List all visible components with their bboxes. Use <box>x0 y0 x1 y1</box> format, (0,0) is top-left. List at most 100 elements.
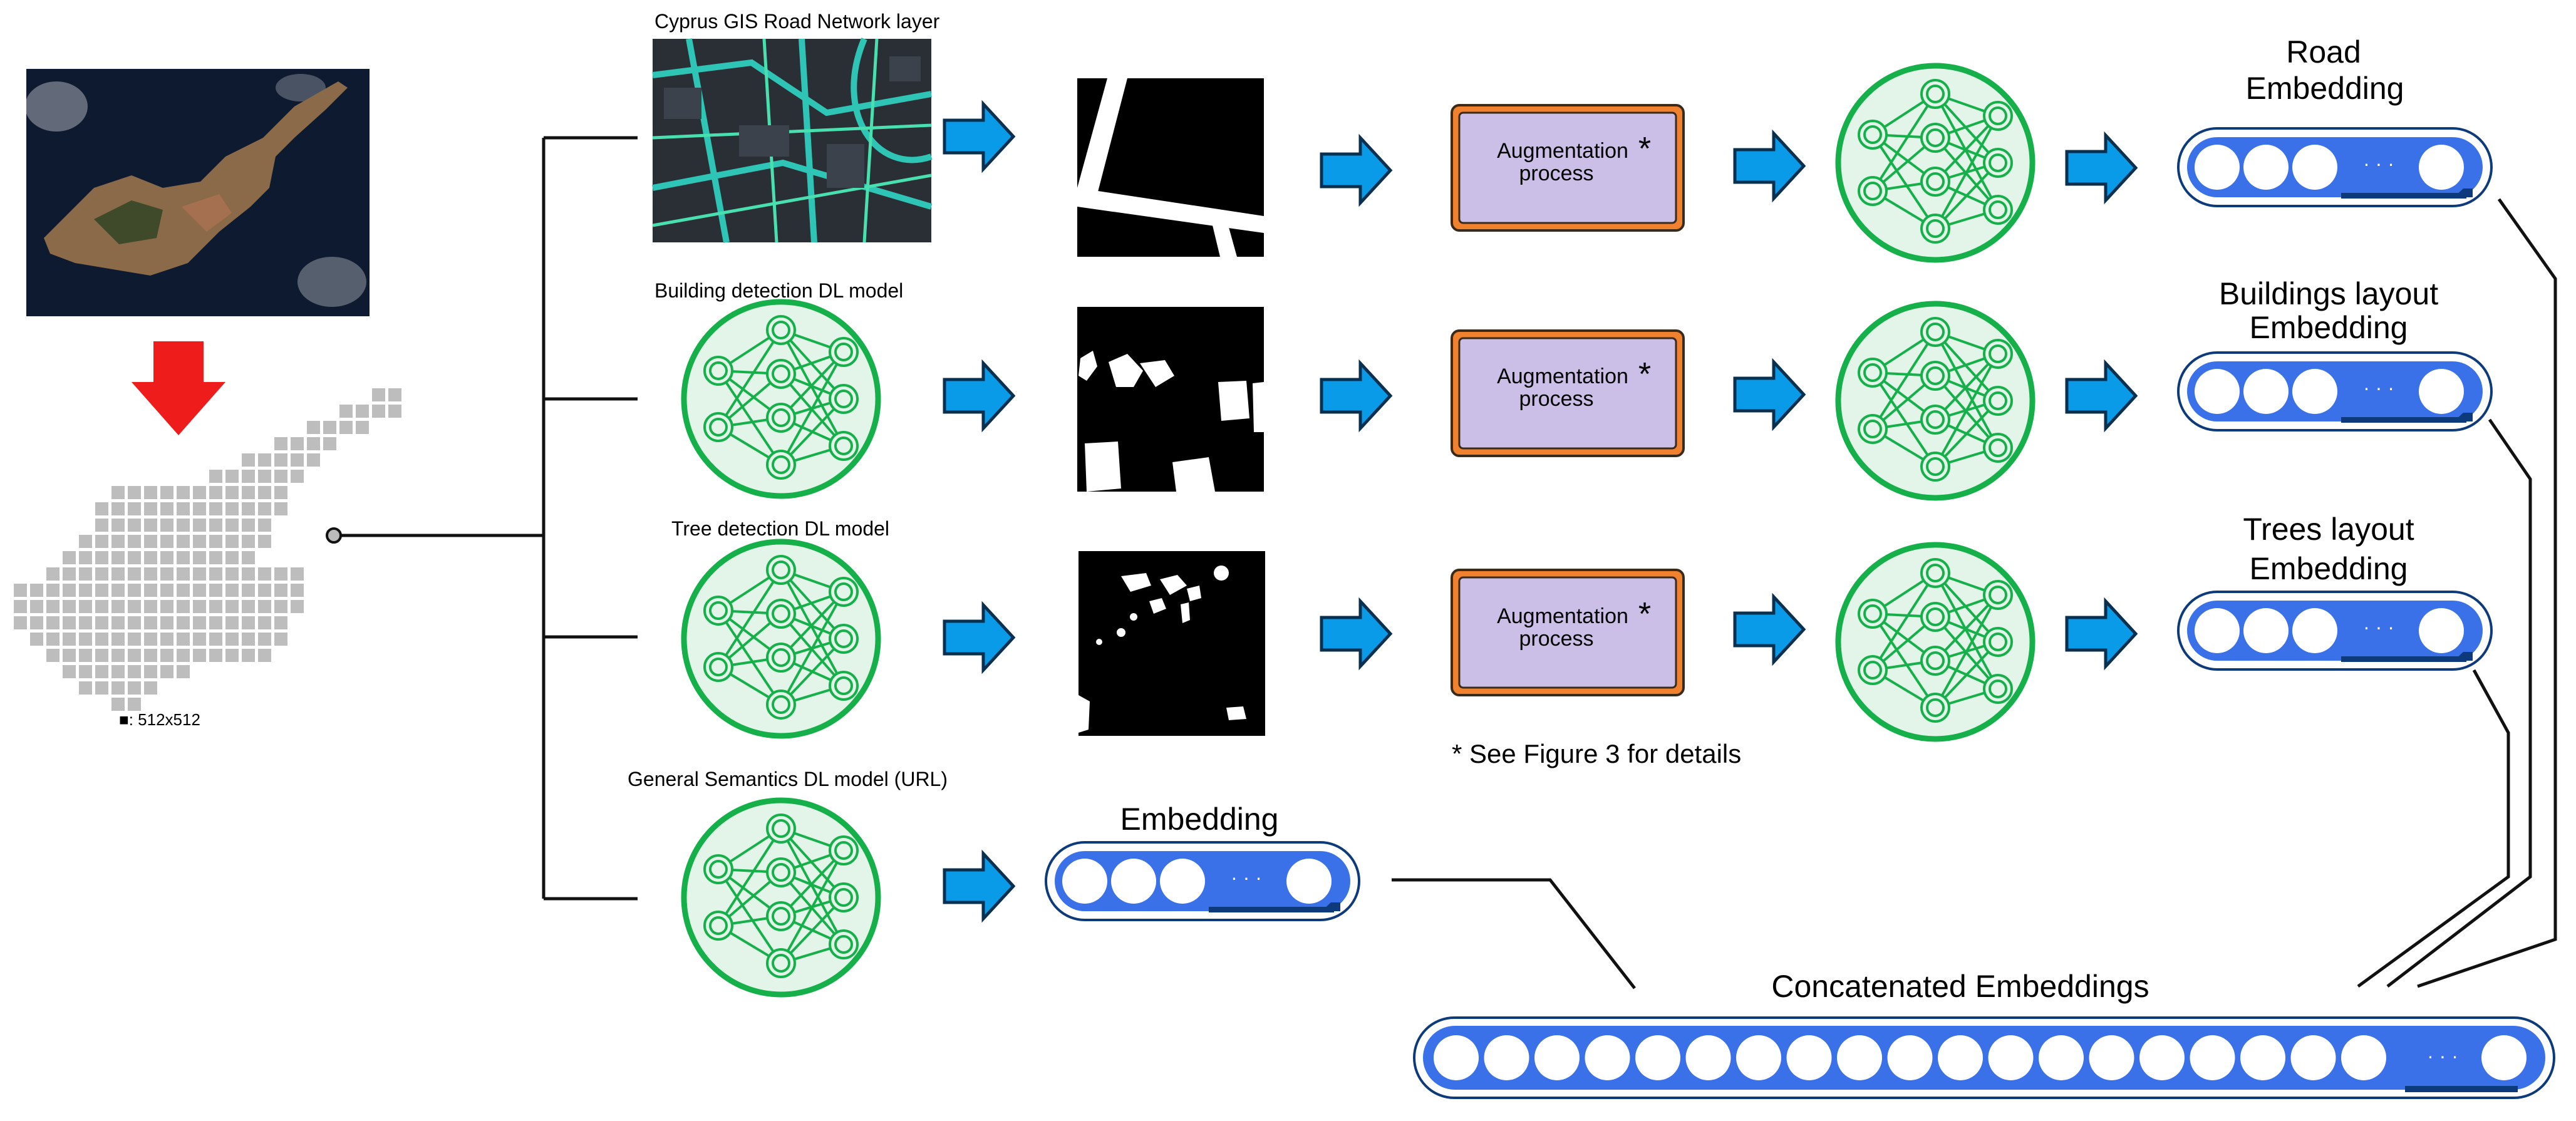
map-tile <box>307 421 320 434</box>
tree-model-label: Tree detection DL model <box>671 517 889 540</box>
map-tile <box>193 616 206 629</box>
map-tile <box>323 437 336 450</box>
map-tile <box>242 584 255 597</box>
embedding-cell <box>2089 1035 2134 1080</box>
arrow-icon <box>1735 597 1804 662</box>
map-tile <box>291 453 304 467</box>
map-tile <box>111 584 125 597</box>
map-tile <box>177 649 190 662</box>
map-tile <box>258 567 271 581</box>
map-tile <box>193 600 206 613</box>
semantic-embedding-title: Embedding <box>1120 802 1279 837</box>
ellipsis: · · · <box>2363 376 2394 399</box>
map-tile <box>177 600 190 613</box>
embedding-cell <box>1685 1035 1731 1080</box>
map-tile <box>46 616 59 629</box>
map-tile <box>258 486 271 499</box>
map-tile <box>388 388 401 401</box>
map-tile <box>30 633 43 646</box>
location-marker <box>326 527 342 544</box>
map-tile <box>111 600 125 613</box>
satellite-image <box>25 69 370 316</box>
merge-connectors <box>1392 198 2557 989</box>
map-tile <box>30 616 43 629</box>
embedding-cell <box>1988 1035 2034 1080</box>
map-tile <box>242 616 255 629</box>
map-tile <box>242 600 255 613</box>
map-tile <box>144 616 157 629</box>
map-tile <box>356 421 369 434</box>
map-tile <box>209 649 222 662</box>
map-tile <box>225 600 239 613</box>
map-tile <box>111 698 125 711</box>
map-tile <box>144 665 157 678</box>
map-tile <box>307 437 320 450</box>
embedding-cell <box>1736 1035 1781 1080</box>
map-tile <box>144 519 157 532</box>
map-tile <box>193 519 206 532</box>
map-tile <box>209 616 222 629</box>
map-tile <box>274 567 287 581</box>
tree-mask <box>1079 551 1265 736</box>
embedding-cell <box>2139 1035 2185 1080</box>
map-tile <box>79 665 92 678</box>
map-tile <box>63 633 76 646</box>
map-tile <box>79 567 92 581</box>
map-tile <box>225 616 239 629</box>
map-tile <box>63 665 76 678</box>
map-tile <box>79 633 92 646</box>
map-tile <box>95 519 108 532</box>
map-tile <box>160 551 173 564</box>
embedding-cell <box>2039 1035 2084 1080</box>
map-tile <box>274 616 287 629</box>
map-tile <box>79 600 92 613</box>
map-tile <box>274 633 287 646</box>
map-tile <box>177 502 190 515</box>
map-tile <box>111 633 125 646</box>
ellipsis: · · · <box>2363 616 2394 638</box>
map-tile <box>111 665 125 678</box>
map-tile <box>128 535 141 548</box>
map-tile <box>356 405 369 418</box>
map-tile <box>225 567 239 581</box>
map-tile <box>95 535 108 548</box>
map-tile <box>144 486 157 499</box>
map-tile <box>30 584 43 597</box>
map-tile <box>177 486 190 499</box>
map-tile <box>95 616 108 629</box>
map-tile <box>258 633 271 646</box>
map-tile <box>372 388 385 401</box>
map-tile <box>258 584 271 597</box>
road-embedding-vector <box>2177 127 2493 207</box>
map-tile <box>160 633 173 646</box>
arrow-icon <box>1322 138 1390 203</box>
aug-star: * <box>1638 131 1651 167</box>
cyprus-grid-map <box>14 388 401 711</box>
map-tile <box>144 600 157 613</box>
map-tile <box>95 633 108 646</box>
map-tile <box>193 535 206 548</box>
map-tile <box>46 600 59 613</box>
aug-label-line2: process <box>1519 162 1593 185</box>
map-tile <box>225 502 239 515</box>
map-tile <box>63 551 76 564</box>
map-tile <box>274 502 287 515</box>
map-tile <box>258 535 271 548</box>
map-tile <box>242 453 255 467</box>
map-tile <box>128 567 141 581</box>
map-tile <box>274 584 287 597</box>
embedding-cell <box>1887 1035 1933 1080</box>
map-tile <box>339 405 353 418</box>
map-tile <box>160 616 173 629</box>
map-tile <box>209 535 222 548</box>
map-tile <box>388 405 401 418</box>
map-tile <box>258 453 271 467</box>
embedding-cell <box>1534 1035 1580 1080</box>
trees-embedding-title-2: Embedding <box>2250 551 2408 586</box>
map-tile <box>14 616 27 629</box>
map-tile <box>95 551 108 564</box>
buildings-embedding-vector <box>2177 351 2493 431</box>
map-tile <box>258 649 271 662</box>
map-tile <box>193 567 206 581</box>
road-embedding-title-1: Road <box>2286 34 2361 70</box>
